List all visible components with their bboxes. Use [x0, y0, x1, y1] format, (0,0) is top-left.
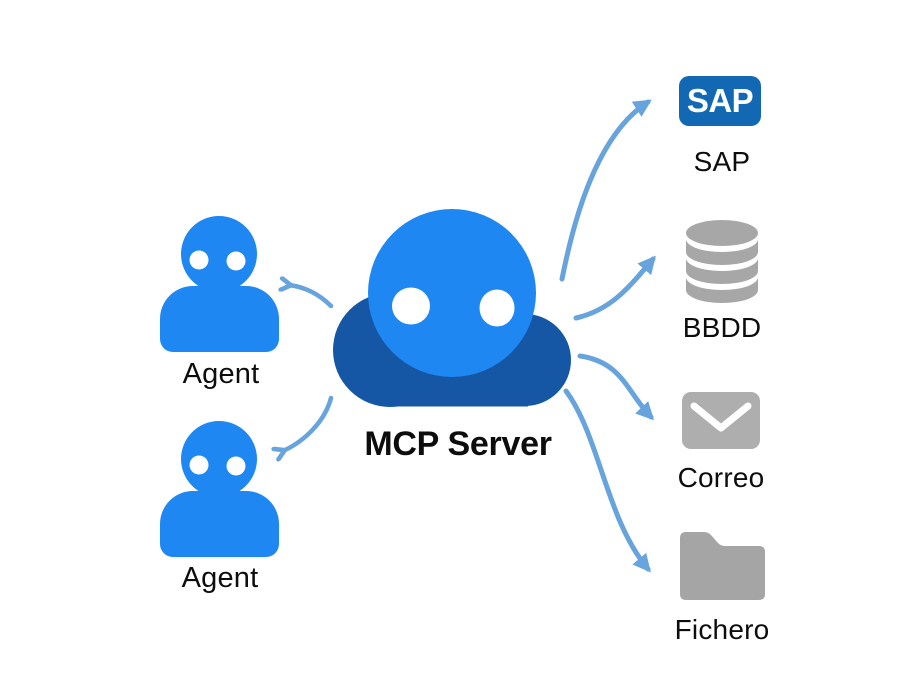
sap-badge-text: SAP [686, 82, 754, 119]
robot-eye-right [479, 289, 515, 327]
arrow-to-correo [577, 353, 655, 421]
agent-top-label: Agent [182, 358, 260, 390]
agent-eye-right [226, 251, 246, 271]
folder-icon [680, 532, 765, 600]
agent-bottom-label: Agent [181, 562, 259, 594]
cloud-body [333, 293, 571, 407]
robot-eye-left [392, 287, 430, 325]
robot-cloud-icon [333, 209, 571, 407]
sap-label: SAP [693, 146, 751, 177]
correo-label: Correo [677, 462, 765, 493]
arrow-to-sap [559, 99, 652, 282]
agent-eye-left [189, 455, 209, 475]
sap-logo-badge: SAP [679, 76, 761, 126]
connection-arrows [283, 99, 656, 573]
database-icon [686, 220, 758, 303]
arrow-to-fichero [563, 388, 651, 573]
fichero-label: Fichero [674, 614, 770, 645]
envelope-flap [690, 402, 752, 432]
agent-person-icon [160, 421, 279, 557]
mcp-server-label: MCP Server [364, 425, 552, 463]
envelope-icon [682, 392, 760, 449]
bbdd-label: BBDD [682, 312, 762, 343]
robot-head [368, 209, 536, 377]
arrow-to-bbdd [573, 255, 656, 321]
agent-eye-right [226, 456, 246, 476]
agent-person-icon [160, 216, 279, 352]
arrow-to-agent-bottom [283, 395, 334, 451]
arrow-to-agent-top [289, 285, 334, 309]
agent-eye-left [189, 250, 209, 270]
